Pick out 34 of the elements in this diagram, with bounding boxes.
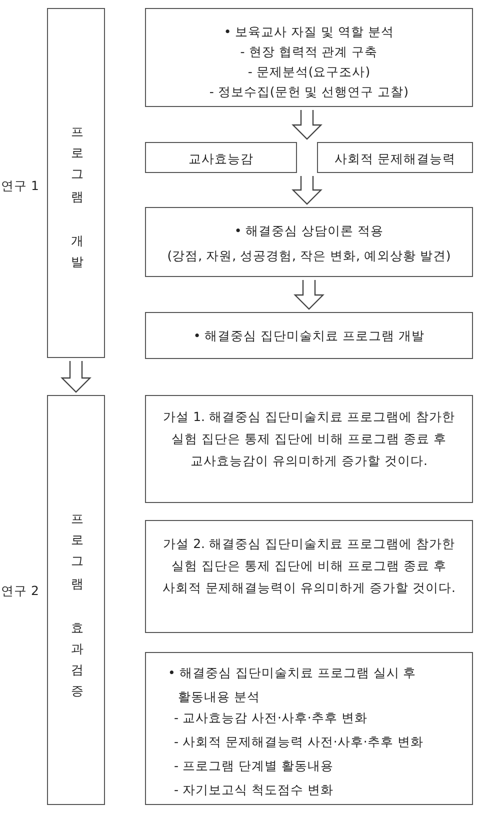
process-box	[47, 8, 105, 358]
box-text: 사회적 문제해결능력	[334, 150, 456, 168]
box-text: - 프로그램 단계별 활동내용	[174, 757, 334, 775]
block-arrow	[292, 175, 322, 205]
box-text: - 교사효능감 사전·사후·추후 변화	[174, 709, 368, 727]
box-text: (강점, 자원, 성공경험, 작은 변화, 예외상황 발견)	[166, 247, 452, 265]
block-arrow	[294, 279, 324, 310]
hypothesis-text: 가설 1. 해결중심 집단미술치료 프로그램에 참가한 실험 집단은 통제 집단에 비해 프로그램 종료 후 교사효능감이 유의미하게 증가할 것이다.	[162, 408, 456, 470]
process-box	[145, 207, 473, 277]
box-text: • 해결중심 집단미술치료 프로그램 실시 후 활동내용 분석	[168, 664, 418, 706]
process-box	[145, 395, 473, 503]
box-text: - 사회적 문제해결능력 사전·사후·추후 변화	[174, 733, 424, 751]
process-box	[317, 142, 473, 173]
box-text: • 해결중심 상담이론 적용	[233, 222, 385, 240]
process-box	[47, 395, 105, 805]
process-box	[145, 652, 473, 805]
process-box	[145, 142, 297, 173]
process-box	[145, 520, 473, 633]
box-text: • 보육교사 자질 및 역할 분석	[222, 23, 396, 41]
box-text: - 자기보고식 척도점수 변화	[174, 781, 334, 799]
process-box	[145, 312, 473, 359]
box-text: 교사효능감	[188, 150, 254, 168]
box-text: - 정보수집(문헌 및 선행연구 고찰)	[208, 83, 410, 101]
vertical-label: 프로그램 개발	[69, 119, 84, 268]
vertical-label: 프로그램 효과검증	[69, 506, 84, 697]
section-label: 연구 2	[1, 583, 39, 600]
box-text: - 문제분석(요구조사)	[246, 63, 372, 81]
block-arrow	[60, 360, 92, 393]
block-arrow	[292, 109, 322, 140]
process-box	[145, 8, 473, 107]
box-text: • 해결중심 집단미술치료 프로그램 개발	[192, 327, 426, 345]
section-label: 연구 1	[1, 178, 39, 195]
box-text: - 현장 협력적 관계 구축	[239, 43, 379, 61]
hypothesis-text: 가설 2. 해결중심 집단미술치료 프로그램에 참가한 실험 집단은 통제 집단에 비해 프로그램 종료 후 사회적 문제해결능력이 유의미하게 증가할 것이다.	[162, 535, 456, 597]
